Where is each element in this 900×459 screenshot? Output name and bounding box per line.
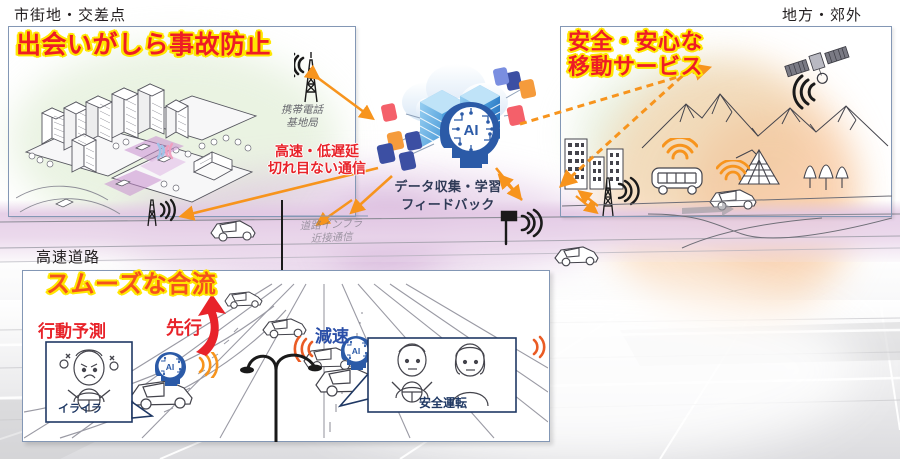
headline-highway: スムーズな合流	[46, 271, 217, 298]
decelerate-label: 減速	[315, 327, 349, 346]
road-infra-label: 道路インフラ 近接通信	[299, 217, 363, 246]
irritated-label: イライラ	[58, 403, 102, 415]
headline-rural-line2: 移動サービス	[568, 53, 704, 79]
cloud-caption-line1: データ収集・学習	[394, 179, 502, 194]
base-station-label-line1: 携帯電話	[281, 104, 323, 116]
comm-quality-label: 高速・低遅延 切れ目ない通信	[268, 143, 366, 176]
caption-highway-area: 高速道路	[36, 249, 101, 266]
comm-quality-label-line2: 切れ目ない通信	[268, 159, 366, 176]
caption-rural-area: 地方・郊外	[782, 7, 863, 24]
comm-quality-label-line1: 高速・低遅延	[275, 143, 359, 159]
headline-rural: 安全・安心な 移動サービス	[568, 29, 704, 79]
headline-rural-line1: 安全・安心な	[568, 29, 704, 54]
cloud-caption: データ収集・学習 フィードバック	[383, 178, 513, 213]
behavior-prediction-label: 行動予測	[38, 322, 106, 341]
base-station-label: 携帯電話 基地局	[281, 104, 323, 130]
cloud-caption-line2: フィードバック	[401, 196, 495, 212]
lead-label: 先行	[166, 318, 202, 338]
headline-urban: 出会いがしら事故防止	[16, 31, 272, 59]
caption-urban-area: 市街地・交差点	[14, 7, 127, 24]
base-station-label-line2: 基地局	[286, 117, 318, 130]
safe-driving-label: 安全運転	[419, 396, 468, 410]
